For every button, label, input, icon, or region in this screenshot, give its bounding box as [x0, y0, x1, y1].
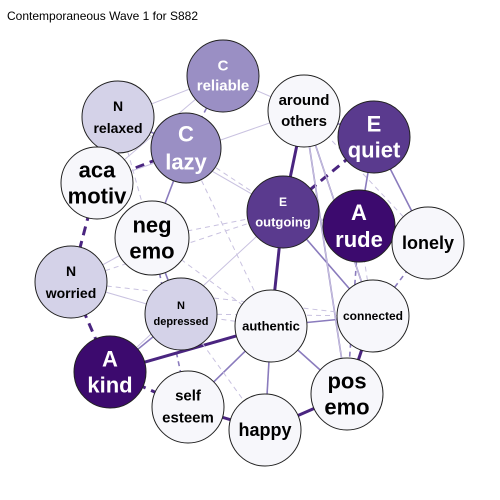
- node-connected: connected: [336, 279, 410, 353]
- figure-title: Contemporaneous Wave 1 for S882: [7, 9, 198, 23]
- node-label: N: [177, 300, 185, 312]
- node-label: rude: [335, 227, 383, 252]
- node-circle: [144, 277, 218, 351]
- node-circle: [228, 393, 302, 467]
- node-label: outgoing: [255, 215, 311, 230]
- node-lonely: lonely: [391, 206, 465, 280]
- node-circle: [81, 80, 155, 154]
- node-happy: happy: [228, 393, 302, 467]
- node-circle: [337, 100, 411, 174]
- node-label: pos: [327, 369, 366, 394]
- node-circle: [336, 279, 410, 353]
- node-authentic: authentic: [234, 289, 308, 363]
- node-label: around: [279, 92, 330, 109]
- node-circle: [310, 357, 384, 431]
- node-label: worried: [45, 285, 97, 301]
- node-circle: [151, 370, 225, 444]
- node-label: A: [102, 347, 118, 372]
- node-circle: [246, 175, 320, 249]
- edge-around_others-pos_emo: [303, 110, 348, 395]
- node-circle: [150, 112, 222, 184]
- node-circle: [234, 289, 308, 363]
- node-circle: [73, 335, 147, 409]
- node-label: esteem: [162, 410, 214, 427]
- node-label: A: [351, 200, 367, 225]
- edge-neg_emo-authentic: [151, 237, 272, 327]
- node-label: authentic: [242, 319, 300, 334]
- node-label: self: [175, 388, 202, 405]
- node-label: aca: [79, 158, 116, 183]
- node-label: quiet: [348, 138, 401, 163]
- node-label: motiv: [68, 184, 127, 209]
- node-label: E: [367, 112, 382, 137]
- node-label: depressed: [153, 316, 208, 328]
- node-label: relaxed: [93, 120, 142, 136]
- node-label: N: [113, 98, 123, 114]
- node-circle: [322, 189, 396, 263]
- node-label: emo: [324, 395, 369, 420]
- node-label: C: [218, 58, 229, 75]
- node-label: E: [279, 195, 287, 209]
- node-layer: CreliableNrelaxedaroundothersClazyEquiet…: [34, 39, 465, 467]
- node-label: C: [178, 122, 194, 147]
- node-circle: [114, 200, 190, 276]
- node-circle: [34, 245, 108, 319]
- node-label: kind: [87, 373, 132, 398]
- node-label: N: [66, 263, 76, 279]
- node-circle: [391, 206, 465, 280]
- node-circle: [60, 146, 134, 220]
- node-label: neg: [132, 213, 171, 238]
- node-self-esteem: self esteem: [151, 370, 225, 444]
- node-label: lazy: [165, 150, 207, 175]
- edge-n_worried-connected: [70, 281, 374, 317]
- node-label: connected: [343, 309, 403, 323]
- node-around-others: around others: [267, 74, 341, 148]
- node-label: others: [281, 113, 327, 130]
- node-label: happy: [238, 420, 291, 440]
- node-circle: [186, 39, 260, 113]
- node-label: reliable: [197, 78, 250, 95]
- node-label: emo: [129, 239, 174, 264]
- node-circle: [267, 74, 341, 148]
- node-label: lonely: [402, 233, 454, 253]
